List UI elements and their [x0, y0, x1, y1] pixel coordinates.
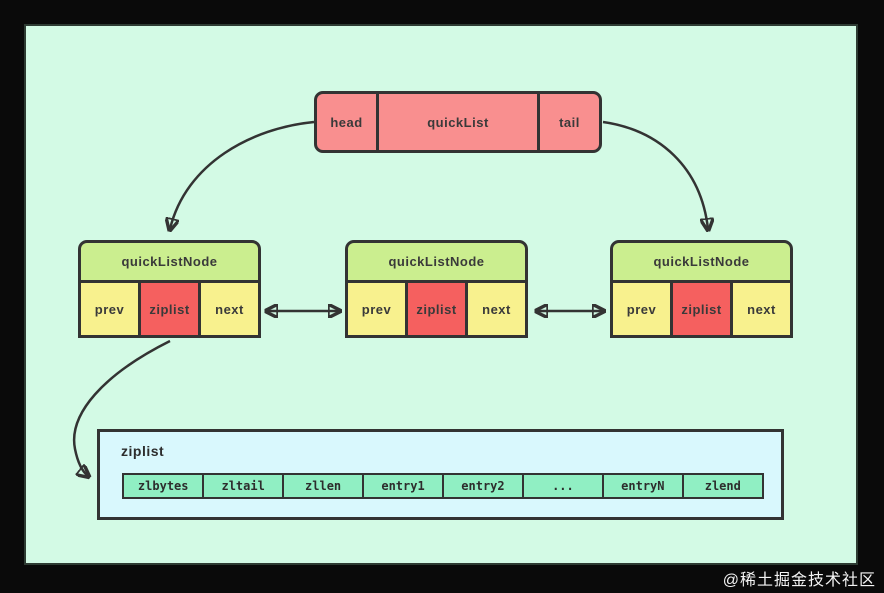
quicklistnode-2: quickListNode prev ziplist next — [345, 240, 528, 338]
node-title: quickListNode — [78, 240, 261, 283]
ziplist-cell: ziplist — [405, 280, 468, 338]
zlend-cell: zlend — [681, 473, 764, 499]
next-cell: next — [465, 280, 528, 338]
ziplist-cell: ziplist — [670, 280, 733, 338]
prev-cell: prev — [345, 280, 408, 338]
prev-cell: prev — [610, 280, 673, 338]
quicklist-tail-cell: tail — [559, 114, 580, 130]
node-cells-row: prev ziplist next — [345, 280, 528, 338]
quicklist-box: head quickList tail — [314, 91, 602, 153]
entry2-cell: entry2 — [441, 473, 525, 499]
ziplist-cell: ziplist — [138, 280, 201, 338]
node-title: quickListNode — [345, 240, 528, 283]
node-cells-row: prev ziplist next — [78, 280, 261, 338]
watermark: @稀土掘金技术社区 — [722, 572, 876, 589]
ziplist-box: ziplist zlbytes zltail zllen entry1 entr… — [97, 429, 784, 520]
zllen-cell: zllen — [281, 473, 365, 499]
entryN-cell: entryN — [601, 473, 685, 499]
zlbytes-cell: zlbytes — [122, 473, 205, 499]
node-title: quickListNode — [610, 240, 793, 283]
entry1-cell: entry1 — [361, 473, 445, 499]
quicklistnode-3: quickListNode prev ziplist next — [610, 240, 793, 338]
quicklistnode-1: quickListNode prev ziplist next — [78, 240, 261, 338]
ziplist-cells-row: zlbytes zltail zllen entry1 entry2 ... e… — [122, 473, 764, 499]
next-cell: next — [730, 280, 793, 338]
quicklist-title-cell: quickList — [376, 94, 540, 150]
prev-cell: prev — [78, 280, 141, 338]
ellipsis-cell: ... — [521, 473, 605, 499]
ziplist-label: ziplist — [121, 443, 165, 459]
next-cell: next — [198, 280, 261, 338]
zltail-cell: zltail — [201, 473, 285, 499]
node-cells-row: prev ziplist next — [610, 280, 793, 338]
quicklist-head-cell: head — [330, 114, 363, 130]
